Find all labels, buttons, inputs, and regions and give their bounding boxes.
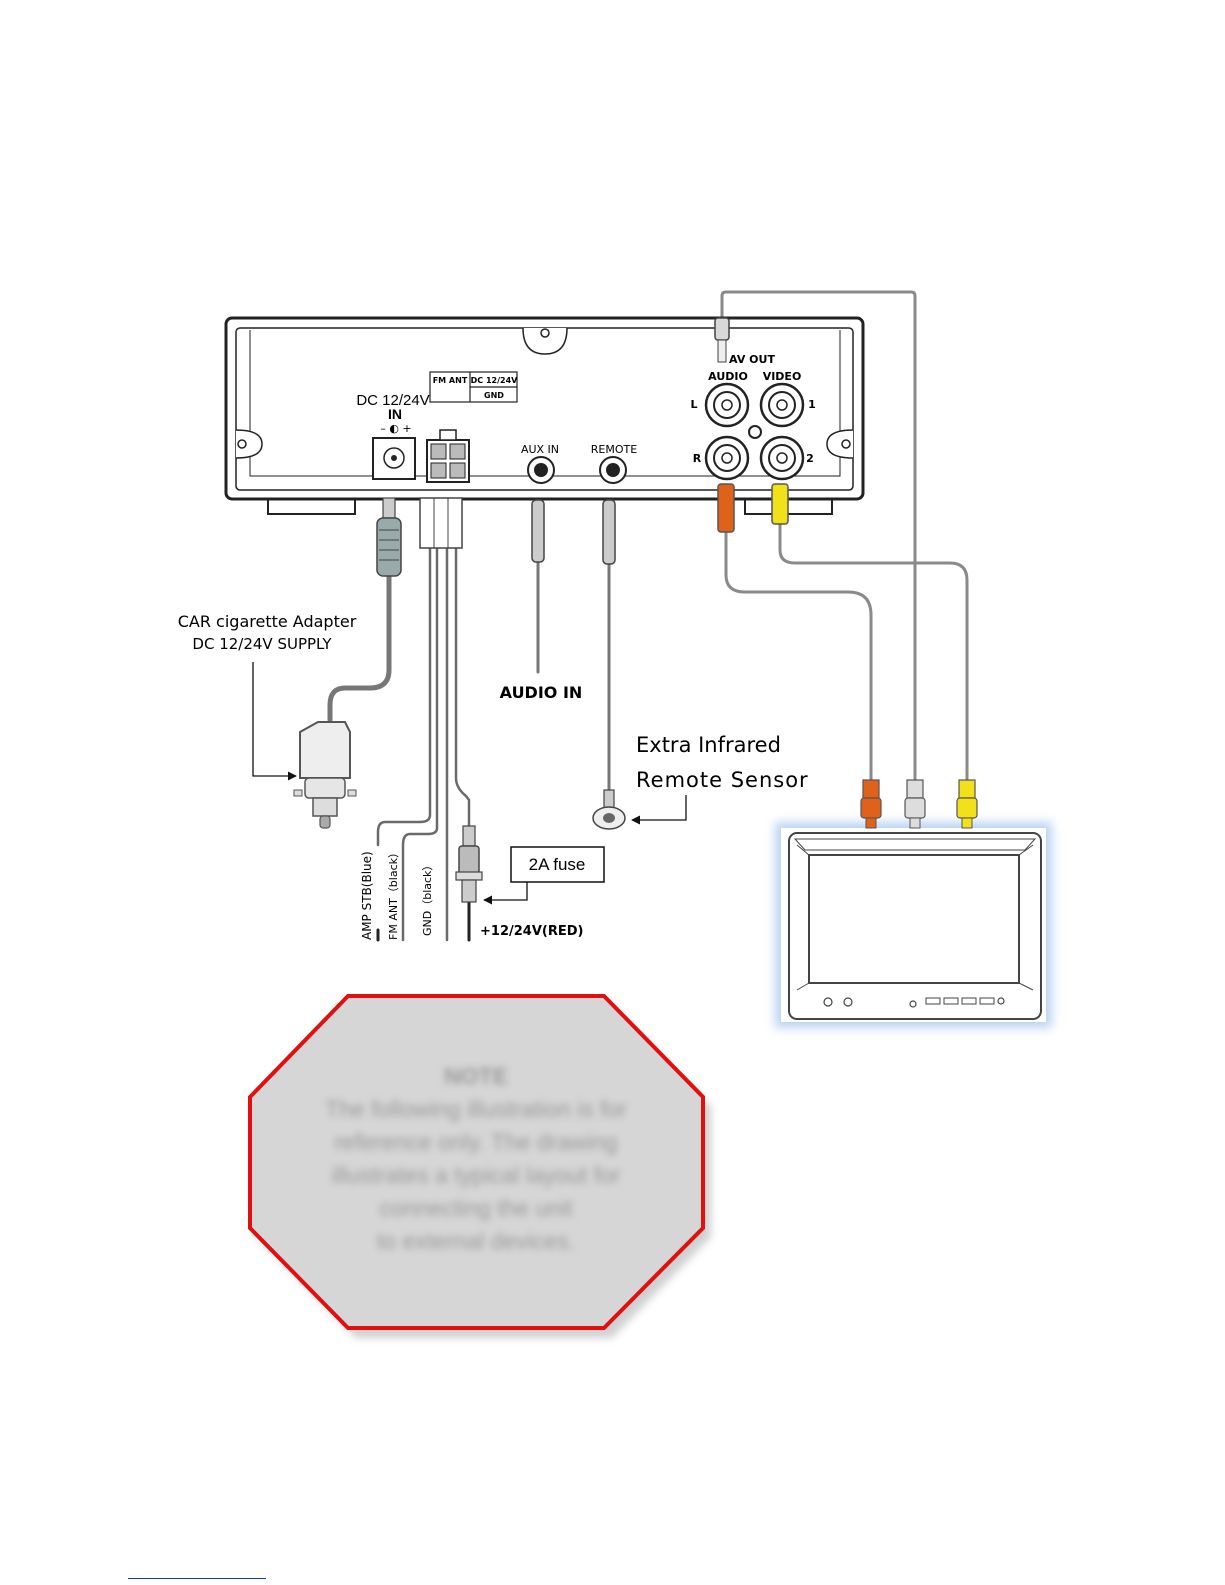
note-title: NOTE (444, 1063, 508, 1089)
note-line-4: connecting the unit (379, 1195, 573, 1221)
note-text: NOTE The following illustration is for r… (250, 1060, 702, 1258)
dc-cable (327, 572, 392, 723)
note-line-3: illustrates a typical layout for (331, 1162, 621, 1188)
dc-input-sub: IN (388, 406, 402, 422)
amp-stb-label: AMP STB(Blue) (360, 851, 374, 940)
note-line-2: reference only. The drawing (334, 1129, 618, 1155)
note-line-1: The following illustration is for (325, 1096, 627, 1122)
monitor-plugs (860, 779, 978, 829)
remote-label: REMOTE (591, 443, 637, 456)
sensor-label-line1: Extra Infrared (636, 733, 781, 757)
video-2-label: 2 (806, 452, 814, 465)
white-av-cable (720, 290, 917, 792)
aux-in-label: AUX IN (521, 443, 559, 456)
fm-ant-wire (401, 543, 439, 942)
cables (327, 290, 969, 942)
dc-input-label: DC 12/24V (356, 392, 429, 409)
power-wire (454, 543, 471, 847)
audio-label: AUDIO (708, 370, 748, 383)
note-octagon (248, 994, 711, 1338)
rca-jacks (704, 382, 805, 481)
video-plug (771, 483, 789, 525)
note-line-5: to external devices. (376, 1228, 576, 1254)
sensor-arrow (631, 795, 687, 825)
fuse-arrow (483, 882, 528, 905)
video-1-label: 1 (808, 398, 816, 411)
fuse-holder (455, 825, 483, 903)
power-wire-label: +12/24V(RED) (480, 924, 583, 939)
table-gnd: GND (484, 391, 504, 400)
monitor-screen (808, 854, 1020, 984)
polarity-symbol: – ◐ + (380, 422, 411, 435)
audio-in-label: AUDIO IN (500, 683, 583, 702)
table-fm-ant: FM ANT (433, 376, 468, 385)
adapter-arrow (252, 662, 297, 781)
head-unit-rear-panel: FM ANT DC 12/24V GND DC 12/24V IN – ◐ + … (224, 316, 865, 515)
fuse-label-box (510, 846, 605, 883)
cigarette-adapter (293, 721, 357, 829)
adapter-label-line1: CAR cigarette Adapter (178, 612, 357, 631)
adapter-label-line2: DC 12/24V SUPPLY (192, 635, 332, 653)
fuse-label: 2A fuse (529, 855, 586, 874)
video-label: VIDEO (763, 370, 802, 383)
av-out-label: AV OUT (729, 353, 775, 366)
right-channel-label: R (693, 452, 702, 465)
left-channel-label: L (690, 398, 697, 411)
audio-plug (717, 483, 735, 533)
sensor-label-line2: Remote Sensor (636, 768, 809, 792)
table-dc: DC 12/24V (471, 376, 518, 385)
remote-sensor (592, 789, 626, 830)
dc-jack (372, 437, 416, 480)
plugs (376, 317, 789, 577)
amp-stb-wire (376, 543, 432, 847)
gnd-label: GND（black） (421, 860, 434, 936)
monitor (775, 822, 1052, 1028)
video-cable (778, 518, 969, 792)
fm-ant-label: FM ANT（black） (387, 847, 400, 940)
footer-underline[interactable] (128, 1578, 266, 1579)
audio-cable (724, 528, 873, 792)
